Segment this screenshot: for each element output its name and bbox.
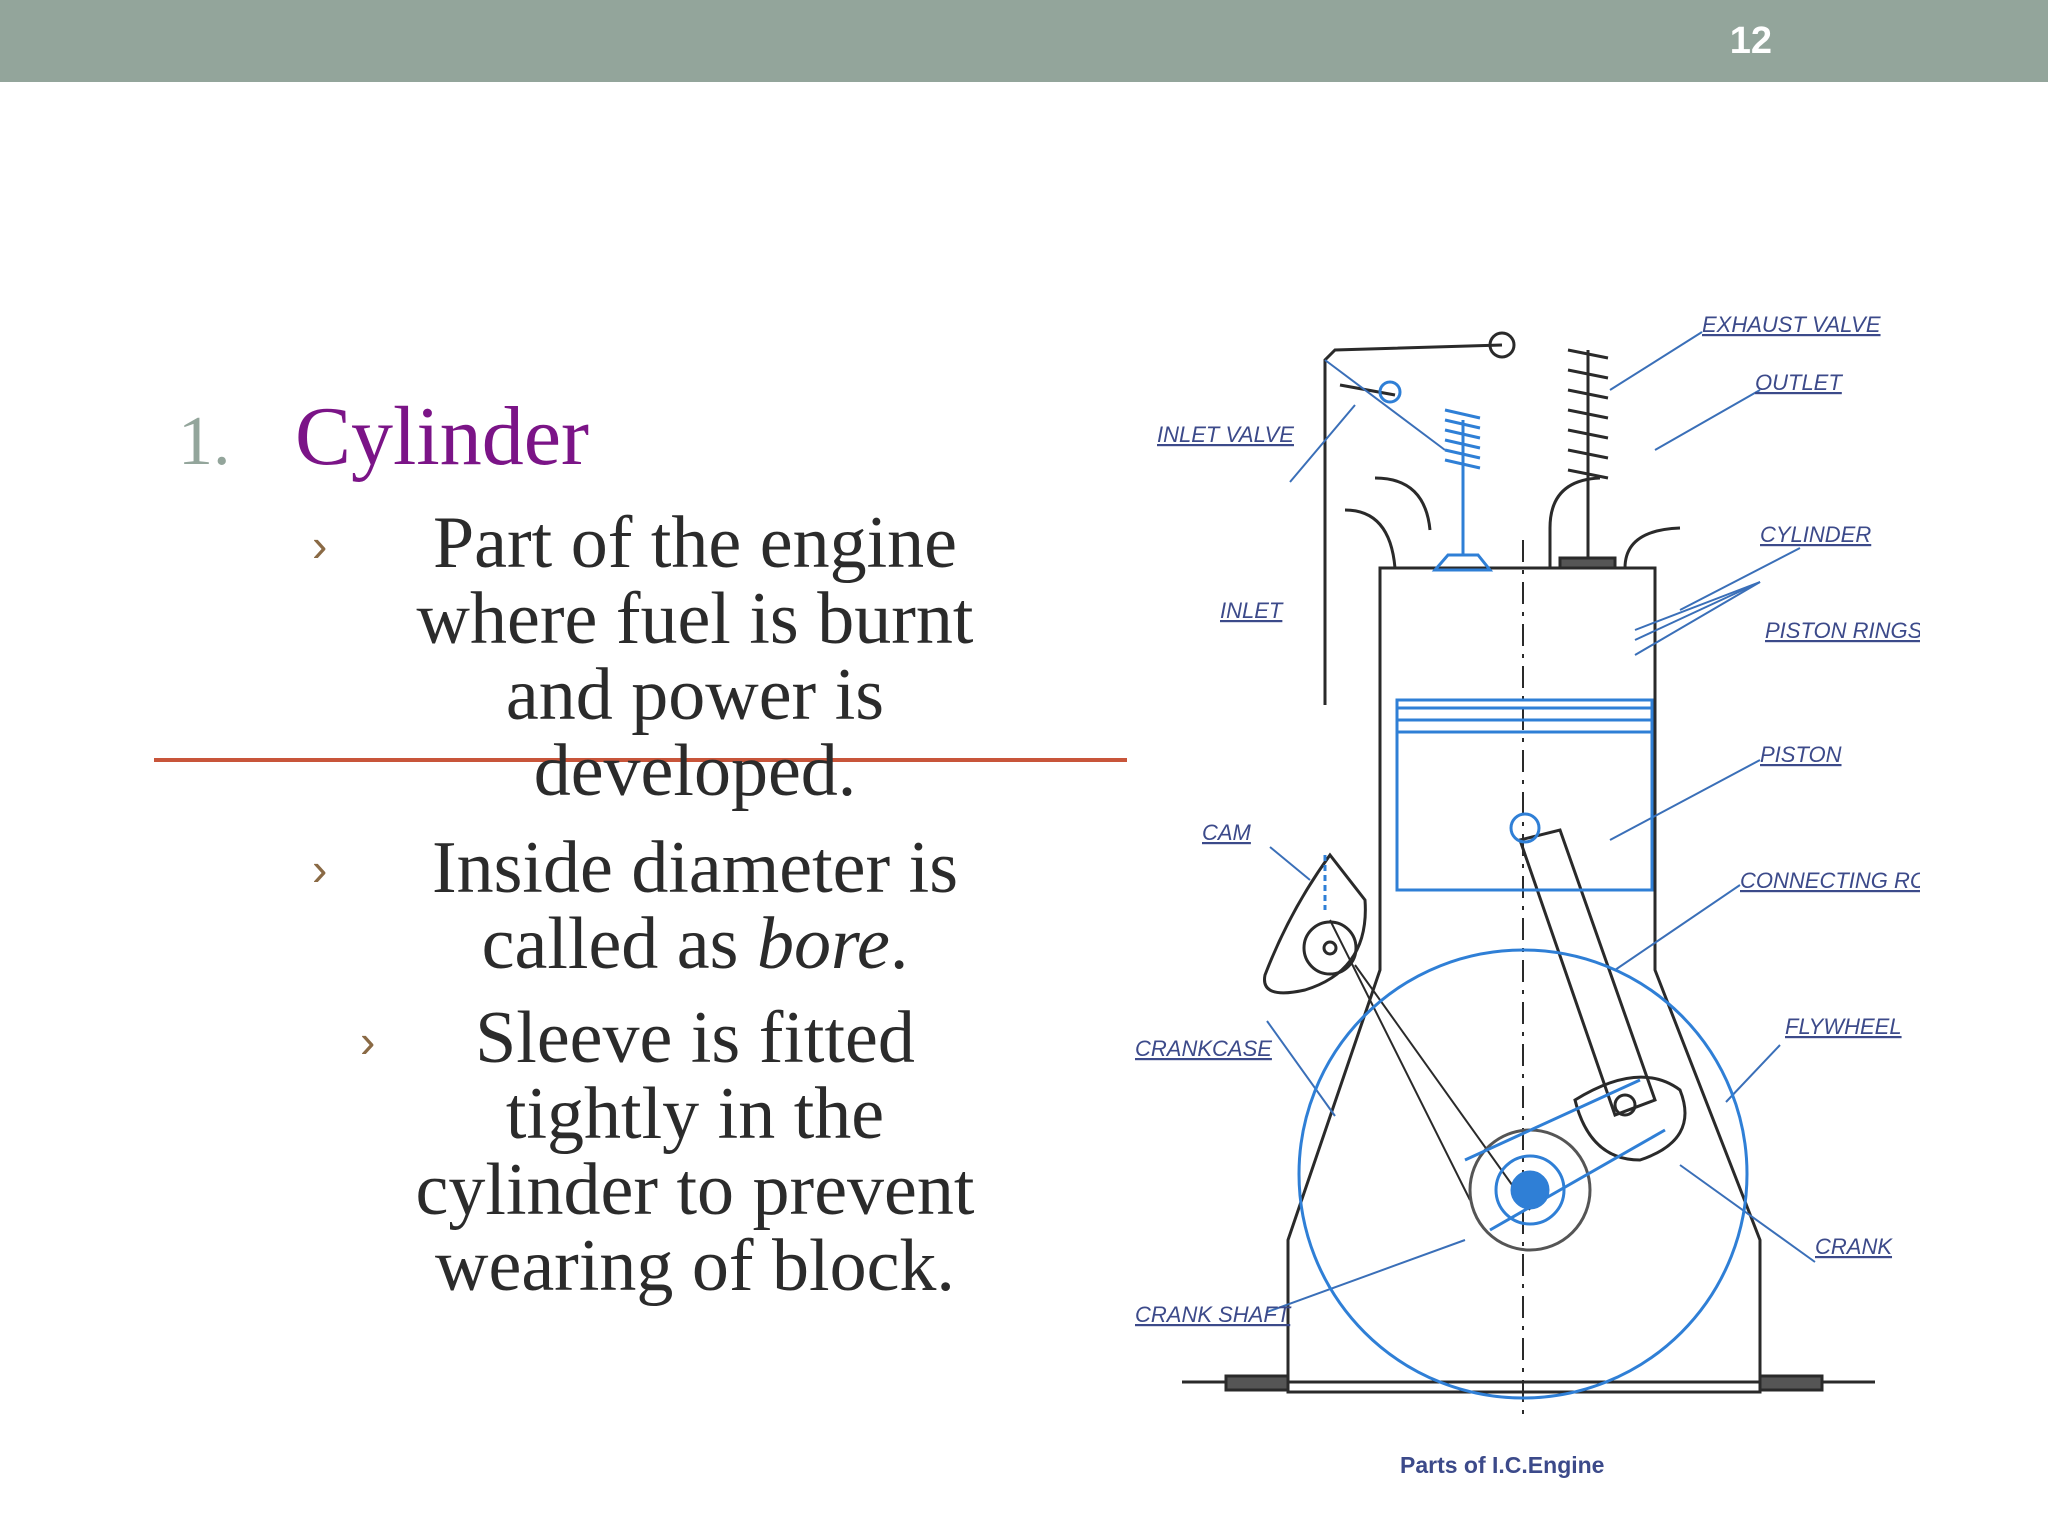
bullet-3-line-1: Sleeve is fitted xyxy=(475,997,915,1079)
piston xyxy=(1395,698,1654,892)
bullet-2-line-1: Inside diameter is xyxy=(431,827,959,909)
inlet-valve-spring xyxy=(1444,408,1481,470)
flywheel xyxy=(1297,948,1749,1400)
timing-belt-right xyxy=(1354,964,1531,1211)
intake-port-outer xyxy=(1344,508,1397,569)
slide-number: 12 xyxy=(1729,20,1772,62)
leader-crank xyxy=(1679,1164,1816,1263)
timing-belt-left xyxy=(1329,919,1471,1201)
bullet-text-1: Part of the engine where fuel is burnt a… xyxy=(375,505,1015,809)
label-inlet-valve: INLET VALVE xyxy=(1157,422,1294,447)
rocker-end xyxy=(1378,380,1402,404)
bullet-3-line-3: cylinder to prevent xyxy=(415,1149,975,1231)
bullet-marker-2: › xyxy=(312,843,328,895)
crank-shaft-ring xyxy=(1494,1154,1566,1226)
leader-piston xyxy=(1609,759,1761,841)
label-exhaust-valve: EXHAUST VALVE xyxy=(1702,312,1881,337)
bullet-2-italic-term: bore xyxy=(756,903,890,985)
leader-inlet-valve xyxy=(1324,359,1446,451)
crank-arm-top xyxy=(1464,1078,1641,1162)
label-piston: PISTON xyxy=(1760,742,1842,767)
leader-piston-rings-1 xyxy=(1634,581,1761,631)
bullet-marker-3: › xyxy=(360,1015,376,1067)
leader-outlet xyxy=(1654,389,1761,451)
bullet-1-line-3: and power is xyxy=(505,654,885,736)
leader-cylinder xyxy=(1679,547,1801,611)
label-crankcase: CRANKCASE xyxy=(1135,1036,1272,1061)
label-cam: CAM xyxy=(1202,820,1252,845)
crankcase-outline xyxy=(1286,566,1762,1394)
connecting-rod xyxy=(1518,828,1657,1117)
decorative-rule xyxy=(154,758,1127,762)
rocker-link xyxy=(1339,383,1396,397)
bullet-1-line-2: where fuel is burnt xyxy=(416,578,974,660)
exhaust-valve-head xyxy=(1558,556,1617,570)
push-rod xyxy=(1323,343,1503,705)
bullet-1-line-1: Part of the engine xyxy=(433,502,957,584)
leader-crankcase xyxy=(1266,1020,1336,1117)
bullet-2-line-2-prefix: called as xyxy=(481,903,757,985)
exhaust-port-inner xyxy=(1548,476,1601,568)
bullet-text-3: Sleeve is fitted tightly in the cylinder… xyxy=(375,1000,1015,1304)
leader-piston-rings-2 xyxy=(1634,581,1761,641)
exhaust-port-outer xyxy=(1623,526,1681,569)
leader-flywheel xyxy=(1725,1044,1781,1103)
leader-crank-shaft xyxy=(1266,1239,1466,1313)
label-outlet: OUTLET xyxy=(1755,370,1843,395)
list-number: 1. xyxy=(178,403,231,480)
crank-arm-bottom xyxy=(1489,1128,1666,1232)
bullet-3-line-4: wearing of block. xyxy=(435,1225,955,1307)
cam-center xyxy=(1322,940,1338,956)
label-flywheel: FLYWHEEL xyxy=(1785,1014,1902,1039)
gudgeon-pin xyxy=(1509,812,1541,844)
intake-port-inner xyxy=(1374,476,1432,531)
inlet-valve-head xyxy=(1431,553,1494,572)
right-foot xyxy=(1758,1374,1824,1392)
label-cylinder: CYLINDER xyxy=(1760,522,1871,547)
list-heading: 1. Cylinder xyxy=(178,388,589,485)
rocker-pivot xyxy=(1488,331,1516,359)
leader-connecting-rod xyxy=(1614,884,1741,971)
crank-web xyxy=(1573,1075,1687,1162)
label-inlet: INLET xyxy=(1220,598,1284,623)
label-crank-shaft: CRANK SHAFT xyxy=(1135,1302,1292,1327)
leader-piston-rings-3 xyxy=(1634,581,1761,656)
crank-shaft-core xyxy=(1510,1170,1550,1210)
left-foot xyxy=(1224,1374,1290,1392)
label-crank: CRANK xyxy=(1815,1234,1893,1259)
bullet-1-line-4: developed. xyxy=(533,730,857,812)
engine-diagram: EXHAUST VALVE OUTLET INLET VALVE CYLINDE… xyxy=(1135,312,1920,1478)
label-connecting-rod: CONNECTING ROD xyxy=(1740,868,1920,893)
label-piston-rings: PISTON RINGS xyxy=(1765,618,1920,643)
bullet-marker-1: › xyxy=(312,519,328,571)
crank-pin xyxy=(1613,1093,1637,1117)
leader-exhaust-valve xyxy=(1609,331,1703,391)
bullet-3-line-2: tightly in the xyxy=(505,1073,885,1155)
bullet-text-2: Inside diameter is called as bore. xyxy=(375,830,1015,982)
bullet-2-line-2-suffix: . xyxy=(889,903,909,985)
cam-profile xyxy=(1263,852,1367,995)
cam-shaft xyxy=(1302,920,1358,976)
bullet-2-line-2: called as bore. xyxy=(375,906,1015,982)
leader-cam xyxy=(1269,846,1311,881)
leader-inlet xyxy=(1289,404,1356,483)
diagram-caption: Parts of I.C.Engine xyxy=(1400,1452,1604,1478)
heading-title: Cylinder xyxy=(295,390,589,483)
slide-header-bar xyxy=(0,0,2048,82)
exhaust-valve-spring xyxy=(1567,348,1609,480)
